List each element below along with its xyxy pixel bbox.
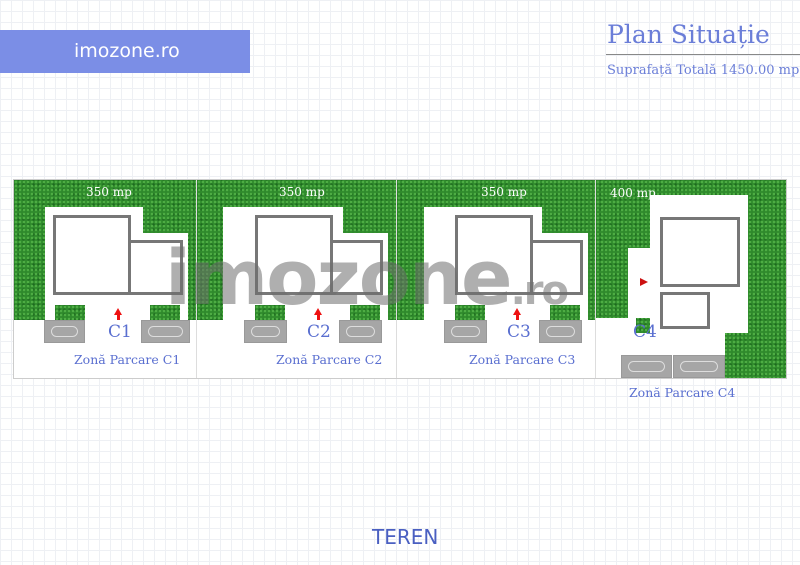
lot-c2-area: 350 mp bbox=[279, 185, 325, 199]
lot-c3-annex-walls bbox=[530, 240, 583, 295]
lot-divider bbox=[196, 180, 197, 378]
lot-c1-house-walls bbox=[53, 215, 131, 295]
brand-logo-banner: imozone.ro bbox=[0, 30, 250, 73]
lot-c3-area: 350 mp bbox=[481, 185, 527, 199]
lot-c4-parking-label: Zonă Parcare C4 bbox=[629, 385, 736, 400]
lot-c1-front-green bbox=[150, 305, 180, 320]
watermark: imozone.ro bbox=[165, 240, 569, 316]
lot-c2-house-walls bbox=[255, 215, 333, 295]
lot-c1-parking-label: Zonă Parcare C1 bbox=[74, 352, 181, 367]
footer-label: TEREN bbox=[372, 525, 439, 549]
lot-c4-code: C4 bbox=[633, 322, 657, 342]
lot-c2-front-green bbox=[255, 305, 285, 320]
entry-arrow-stem bbox=[515, 315, 519, 320]
entry-arrow-stem bbox=[316, 315, 320, 320]
lot-c2-parking-label: Zonă Parcare C2 bbox=[276, 352, 383, 367]
parking-space bbox=[539, 320, 582, 343]
lot-c2-front-green bbox=[350, 305, 380, 320]
lot-divider bbox=[396, 180, 397, 378]
parking-space bbox=[339, 320, 382, 343]
lot-c3-code: C3 bbox=[507, 322, 531, 342]
lot-c1-area: 350 mp bbox=[86, 185, 132, 199]
parking-space bbox=[44, 320, 85, 343]
watermark-suffix: .ro bbox=[510, 268, 569, 314]
lot-c4-lower-walls bbox=[660, 292, 710, 329]
lot-c4-area: 400 mp bbox=[610, 186, 656, 200]
watermark-main: imozone bbox=[165, 233, 513, 322]
parking-space bbox=[141, 320, 190, 343]
entry-arrow-icon bbox=[513, 308, 521, 315]
lot-c1-annex-walls bbox=[128, 240, 183, 295]
lot-c3-parking-label: Zonă Parcare C3 bbox=[469, 352, 576, 367]
entry-arrow-icon bbox=[640, 278, 648, 286]
lot-c2-code: C2 bbox=[307, 322, 331, 342]
parking-space bbox=[444, 320, 487, 343]
entry-arrow-stem bbox=[116, 315, 120, 320]
parking-space bbox=[244, 320, 287, 343]
lot-divider bbox=[595, 180, 596, 378]
lot-c4-house-walls bbox=[660, 217, 740, 287]
parking-space bbox=[673, 355, 725, 378]
parking-space bbox=[621, 355, 672, 378]
lot-c1-front-green bbox=[55, 305, 85, 320]
lot-c3-front-green bbox=[550, 305, 580, 320]
page-title: Plan Situație bbox=[607, 20, 770, 49]
entry-arrow-icon bbox=[114, 308, 122, 315]
lot-c1-code: C1 bbox=[108, 322, 132, 342]
lot-c2-annex-walls bbox=[330, 240, 383, 295]
entry-arrow-icon bbox=[314, 308, 322, 315]
lot-c3-front-green bbox=[455, 305, 485, 320]
total-area: Suprafață Totală 1450.00 mp bbox=[607, 63, 800, 78]
title-divider bbox=[606, 54, 800, 55]
